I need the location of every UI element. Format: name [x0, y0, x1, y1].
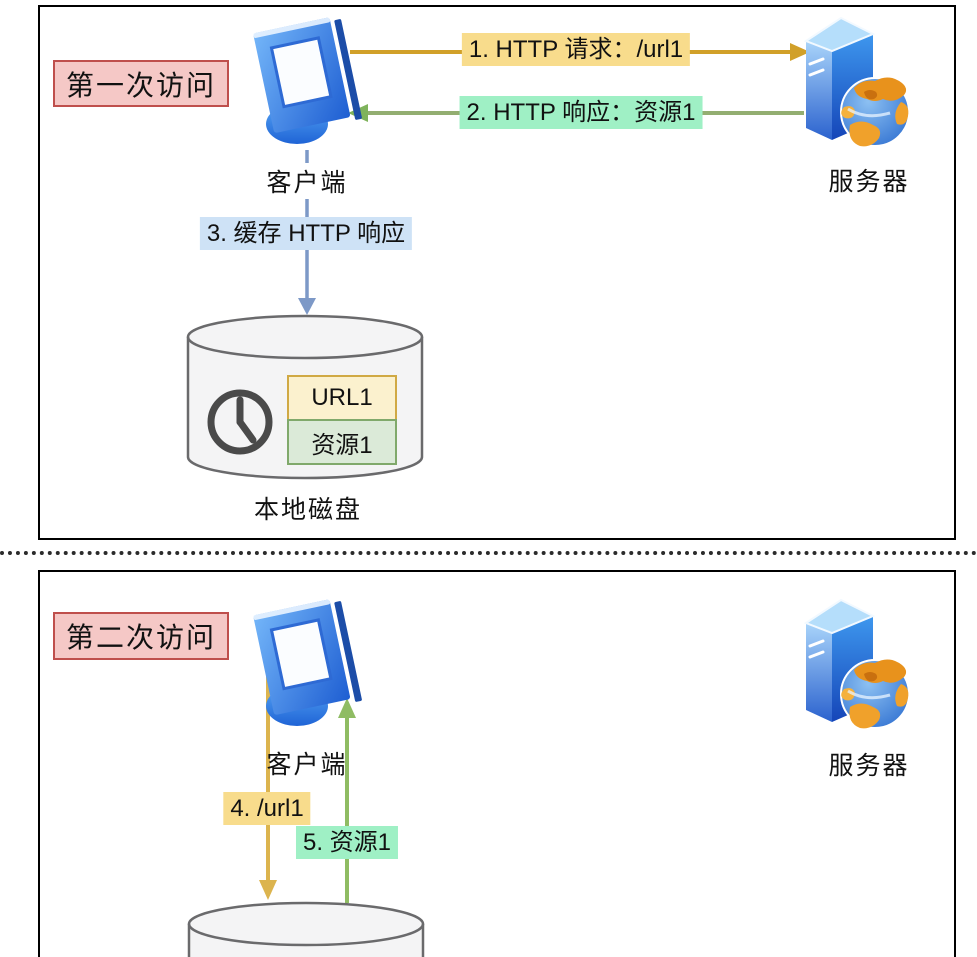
response-arrow-2	[338, 698, 356, 903]
cache-label: 3. 缓存 HTTP 响应	[199, 217, 413, 250]
server-icon-2	[804, 598, 911, 730]
response-label-1: 2. HTTP 响应：资源1	[459, 96, 703, 129]
request-label-2: 4. /url1	[223, 792, 311, 825]
first-visit-badge: 第一次访问	[53, 60, 229, 107]
client-caption-1: 客户端	[262, 163, 352, 199]
response-label-2: 5. 资源1	[295, 826, 399, 859]
second-visit-badge: 第二次访问	[53, 612, 229, 660]
request-label-1: 1. HTTP 请求：/url1	[461, 33, 691, 66]
disk-caption: 本地磁盘	[253, 496, 363, 524]
clock-icon	[207, 389, 273, 455]
server-icon	[804, 16, 911, 148]
cache-row-resource: 资源1	[287, 419, 397, 465]
client-computer-icon	[251, 13, 364, 146]
server-caption-1: 服务器	[828, 168, 910, 196]
local-disk-cylinder-partial	[187, 901, 425, 957]
client-caption-2: 客户端	[266, 751, 348, 779]
server-caption-2: 服务器	[828, 752, 910, 780]
dotted-divider	[0, 551, 977, 555]
cache-row-url: URL1	[287, 375, 397, 421]
request-arrow-2	[259, 655, 277, 900]
